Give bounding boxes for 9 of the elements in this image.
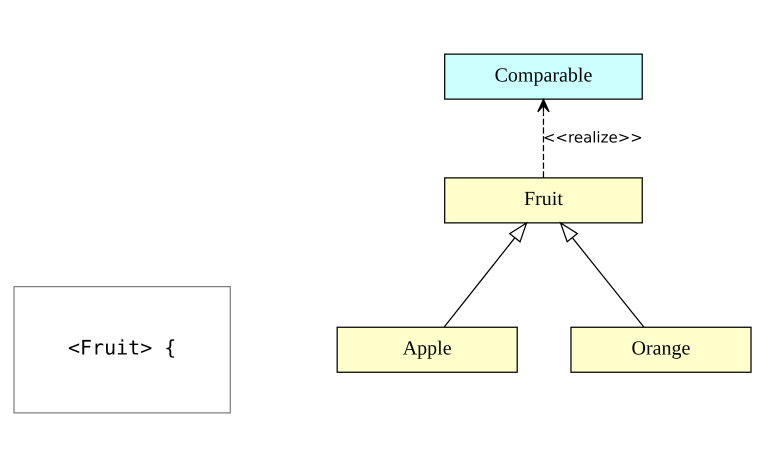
edge-label: <<realize>> — [542, 128, 642, 146]
node-box: Apple — [336, 326, 518, 373]
node-box: <Fruit> { — [12, 286, 230, 414]
arrow — [443, 222, 528, 328]
node-box: Orange — [570, 326, 752, 373]
node-box: Comparable — [444, 53, 642, 100]
arrow — [536, 98, 550, 178]
arrow — [558, 222, 644, 328]
node-box: Fruit — [444, 177, 642, 224]
